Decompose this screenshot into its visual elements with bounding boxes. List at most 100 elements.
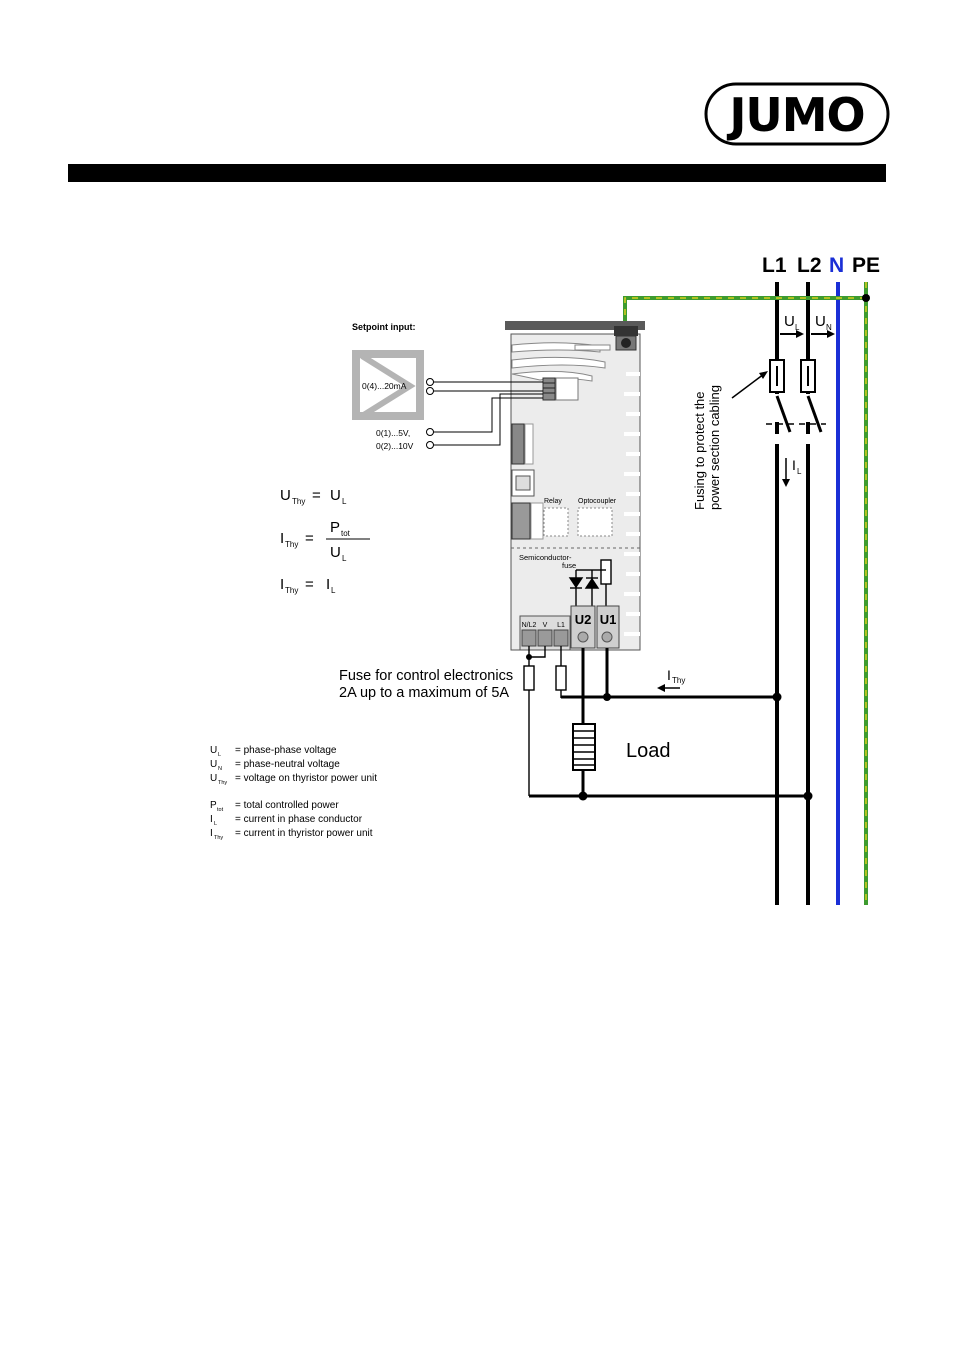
formula-current-equal: I Thy = I L (280, 576, 336, 595)
setpoint-terminal-v-minus (426, 428, 434, 436)
setpoint-wires (433, 381, 543, 446)
svg-text:U: U (330, 487, 341, 504)
optocoupler-symbol (577, 507, 613, 537)
logo-outline (704, 82, 890, 146)
svg-text:I: I (280, 576, 284, 593)
legend-desc: = current in thyristor power unit (235, 828, 373, 839)
terminal-u2-label: U2 (575, 612, 592, 627)
svg-text:Thy: Thy (218, 780, 227, 786)
legend-desc: = current in phase conductor (235, 814, 363, 825)
optocoupler-label: Optocoupler (578, 498, 617, 505)
svg-text:Thy: Thy (285, 540, 298, 549)
setpoint-terminal-mA-minus (426, 378, 434, 386)
jumo-logo: JUMO (704, 82, 890, 146)
fusing-text-1: Fusing to protect the (692, 391, 707, 510)
legend-desc: = total controlled power (235, 800, 339, 811)
svg-text:=: = (312, 487, 321, 504)
setpoint-title: Setpoint input: (352, 322, 415, 332)
svg-text:I: I (326, 576, 330, 593)
ul-arrow (780, 330, 804, 338)
terminal-l1-label: L1 (557, 622, 565, 629)
heatsink-top (505, 321, 645, 330)
setpoint-source (352, 350, 424, 420)
control-fuse-1 (523, 665, 535, 691)
legend-sym: U (210, 745, 217, 756)
load-label: Load (626, 740, 671, 762)
load-symbol (572, 723, 596, 771)
label-l1: L1 (762, 254, 787, 277)
un-label-sub: N (826, 323, 832, 332)
legend-sym: U (210, 759, 217, 770)
setpoint-voltage-5v: 0(1)...5V, (376, 428, 410, 438)
svg-text:=: = (305, 576, 314, 593)
svg-text:L: L (218, 752, 221, 758)
power-wiring (529, 648, 808, 798)
terminal-u1-label: U1 (600, 612, 617, 627)
svg-text:tot: tot (217, 807, 224, 813)
logo-text: JUMO (726, 88, 864, 142)
switch-l1 (775, 395, 792, 433)
svg-text:U: U (280, 487, 291, 504)
relay-label: Relay (544, 498, 562, 505)
svg-text:Thy: Thy (214, 835, 223, 841)
formula-voltage: U Thy = U L (280, 487, 347, 506)
header-bar (68, 164, 886, 182)
il-label: I (792, 457, 796, 473)
control-fuse-2 (555, 665, 567, 691)
terminal-v-label: V (543, 622, 548, 629)
thyristor-symbol (568, 569, 600, 606)
thyristor-unit: Relay Optocoupler Semiconductor- fuse U2… (505, 321, 645, 651)
control-fuse-text-2: 2A up to a maximum of 5A (339, 685, 509, 701)
svg-text:L: L (342, 554, 347, 563)
fusing-text-2: power section cabling (707, 385, 722, 510)
setpoint-voltage-10v: 0(2)...10V (376, 441, 414, 451)
label-pe: PE (852, 254, 880, 277)
fusing-pointer (731, 373, 765, 399)
svg-text:U: U (330, 544, 341, 561)
legend-sym: I (210, 828, 213, 839)
terminal-block-relay (511, 502, 531, 540)
ithy-arrow (657, 684, 680, 692)
svg-text:I: I (280, 530, 284, 547)
svg-text:=: = (305, 530, 314, 547)
legend: U L = phase-phase voltage U N = phase-ne… (210, 745, 377, 841)
setpoint-terminal-mA-plus (426, 387, 434, 395)
terminal-block-aux (511, 423, 525, 465)
switch-l2 (806, 395, 823, 433)
svg-text:N: N (218, 766, 222, 772)
legend-desc: = voltage on thyristor power unit (235, 773, 377, 784)
svg-text:Thy: Thy (292, 497, 305, 506)
setpoint-terminal-v-plus (426, 441, 434, 449)
legend-sym: I (210, 814, 213, 825)
label-n: N (829, 254, 844, 277)
terminal-nl2-label: N/L2 (522, 622, 537, 629)
legend-sym: P (210, 800, 217, 811)
fusing-annotation: Fusing to protect the power section cabl… (692, 385, 722, 510)
relay-symbol (543, 507, 569, 537)
terminal-block-setpoint (542, 377, 556, 401)
ithy-label: I (667, 667, 671, 683)
cable-gland (614, 326, 638, 336)
svg-text:L: L (342, 497, 347, 506)
il-arrow (782, 458, 790, 487)
ul-label-sub: L (795, 323, 800, 332)
svg-text:Thy: Thy (285, 586, 298, 595)
control-fuse-text-1: Fuse for control electronics (339, 668, 513, 684)
semiconductor-label-2: fuse (562, 561, 576, 570)
svg-text:tot: tot (341, 529, 351, 538)
label-l2: L2 (797, 254, 822, 277)
svg-text:L: L (214, 821, 217, 827)
svg-text:P: P (330, 519, 340, 536)
legend-desc: = phase-phase voltage (235, 745, 337, 756)
ul-label: U (784, 313, 795, 330)
semiconductor-label-1: Semiconductor- (519, 553, 572, 562)
legend-sym: U (210, 773, 217, 784)
il-label-sub: L (797, 467, 802, 476)
legend-desc: = phase-neutral voltage (235, 759, 340, 770)
setpoint-current: 0(4)...20mA (362, 381, 407, 391)
semiconductor-fuse (600, 559, 612, 585)
un-arrow (811, 330, 835, 338)
formula-current-power: I Thy = P tot U L (280, 519, 370, 563)
